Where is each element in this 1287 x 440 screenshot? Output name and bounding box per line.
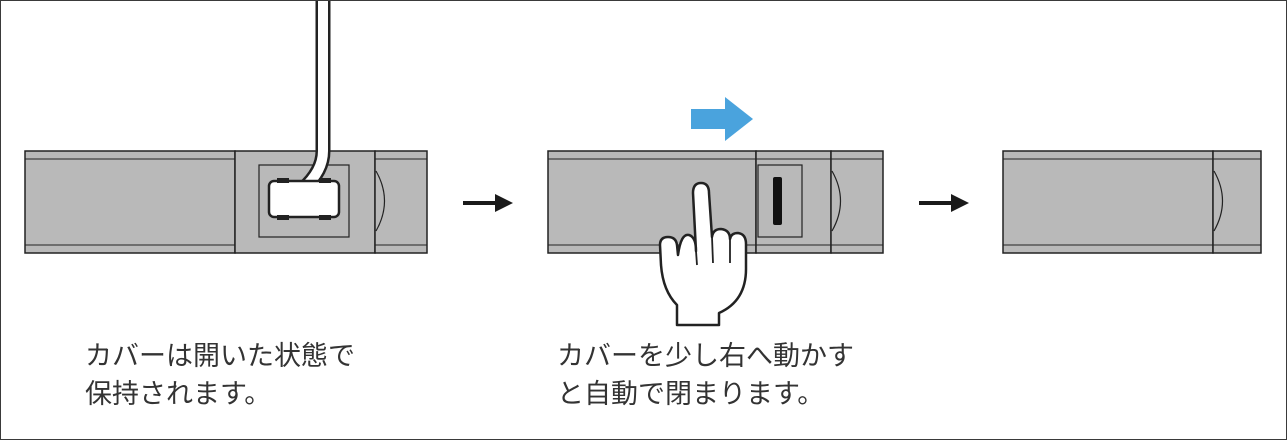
caption-line: カバーは開いた状態で [85, 341, 355, 372]
step-3-cover-closed [1002, 150, 1262, 254]
finger-notch [831, 170, 841, 232]
step-1-cover-open [24, 1, 428, 254]
port-slot [773, 177, 782, 225]
finger-notch [1213, 170, 1223, 232]
right-arrow-icon [463, 194, 513, 212]
right-arrow-icon [919, 194, 969, 212]
caption-line: カバーを少し右へ動かす [557, 341, 854, 372]
caption-line: 保持されます。 [85, 379, 272, 410]
body-end [374, 150, 428, 254]
cover-panel [24, 150, 236, 254]
blue-right-arrow-icon [691, 97, 753, 141]
cover-panel [1002, 150, 1214, 254]
body-end [830, 150, 884, 254]
pointing-hand-icon [658, 181, 748, 327]
finger-notch [375, 170, 385, 232]
step-2-caption: カバーを少し右へ動かす と自動で閉まります。 [557, 338, 854, 414]
body-end [1212, 150, 1262, 254]
step-2-cover-sliding [547, 97, 884, 327]
step-1-caption: カバーは開いた状態で 保持されます。 [85, 338, 355, 414]
plug-connector-icon [267, 178, 341, 220]
caption-line: と自動で閉まります。 [557, 379, 825, 410]
